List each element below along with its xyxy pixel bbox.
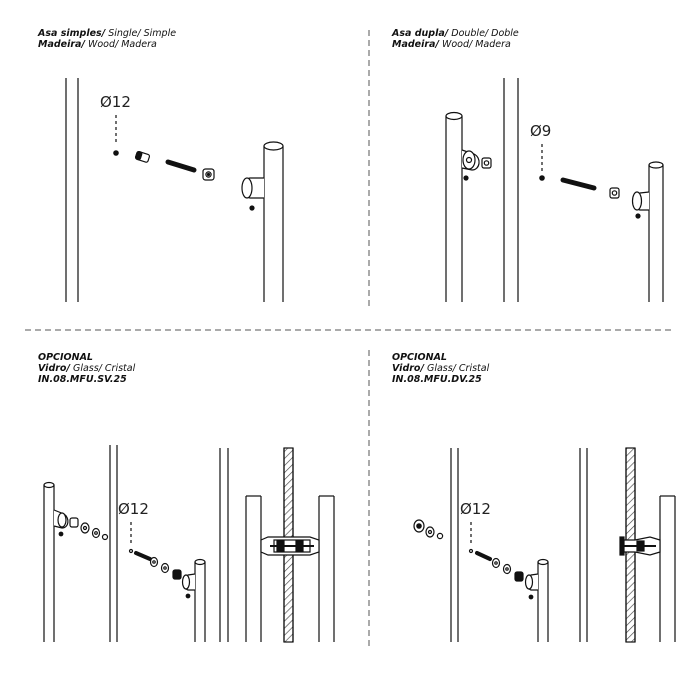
handle-bar [241,141,284,302]
washer [149,556,159,568]
glass-double-assembled [579,447,676,643]
caption-glass-single-material: Vidro/ [38,363,70,374]
threaded-rod [560,177,597,191]
washer [502,563,512,575]
handle-bar-right [631,161,664,302]
nut [609,187,620,199]
glass-single-assembled [219,447,335,643]
dimension-label-glass-double: Ø12 [460,500,491,518]
caption-glass-single: OPCIONAL Vidro/ Glass/ Cristal IN.08.MFU… [38,352,135,385]
screw-hole [113,150,119,156]
caption-single: Asa simples/ Single/ Simple Madeira/ Woo… [38,28,176,50]
end-cap [135,150,151,163]
through-fixing [260,536,320,556]
handle-bar [659,495,676,642]
caption-single-type-translation: Single/ Simple [105,28,177,39]
caption-double-material-translation: Wood/ Madera [438,39,511,50]
caption-glass-double-optional: OPCIONAL [392,352,447,363]
dimension-label-double: Ø9 [530,122,551,140]
dimension-label-glass-single: Ø12 [118,500,149,518]
nut [481,157,492,169]
caption-single-material: Madeira/ [38,39,85,50]
washer [436,532,444,540]
nut [202,168,215,181]
screw-hole [539,175,545,181]
caption-double: Asa dupla/ Double/ Doble Madeira/ Wood/ … [392,28,519,50]
washers [69,517,109,541]
caption-double-type-translation: Double/ Doble [448,28,519,39]
caption-double-type: Asa dupla/ [392,28,449,39]
threaded-rod [475,551,492,561]
washer [160,562,170,574]
nut [514,571,524,582]
caption-glass-double-code: IN.08.MFU.DV.25 [392,374,482,385]
nut [172,569,182,580]
caption-glass-single-material-translation: Glass/ Cristal [69,363,136,374]
dimension-label-single: Ø12 [100,93,131,111]
handle-bar-right [524,558,549,642]
threaded-rod [165,159,197,173]
glass-double-exploded: Ø12 [413,448,549,642]
handle-bar-left [445,111,480,302]
caption-single-material-translation: Wood/ Madera [84,39,157,50]
caption-single-type: Asa simples/ [38,28,106,39]
washer [491,557,501,569]
caption-glass-double: OPCIONAL Vidro/ Glass/ Cristal IN.08.MFU… [392,352,489,385]
threaded-rod [134,551,152,561]
handle-bar-right [318,495,335,642]
screw-hole [468,548,474,554]
caption-glass-double-material-translation: Glass/ Cristal [423,363,490,374]
double-wood-diagram: Ø9 [445,78,664,302]
handle-bar-left [43,481,69,642]
caption-glass-single-code: IN.08.MFU.SV.25 [38,374,127,385]
through-fixing [619,536,661,556]
caption-glass-single-optional: OPCIONAL [38,352,93,363]
single-wood-diagram: Ø12 [65,78,284,302]
screw-hole [128,548,134,554]
glass-single-exploded: Ø12 [43,445,206,642]
washer [425,526,435,538]
handle-bar-left [245,495,262,642]
caption-glass-double-material: Vidro/ [392,363,424,374]
handle-bar-right [181,558,206,642]
caption-double-material: Madeira/ [392,39,439,50]
